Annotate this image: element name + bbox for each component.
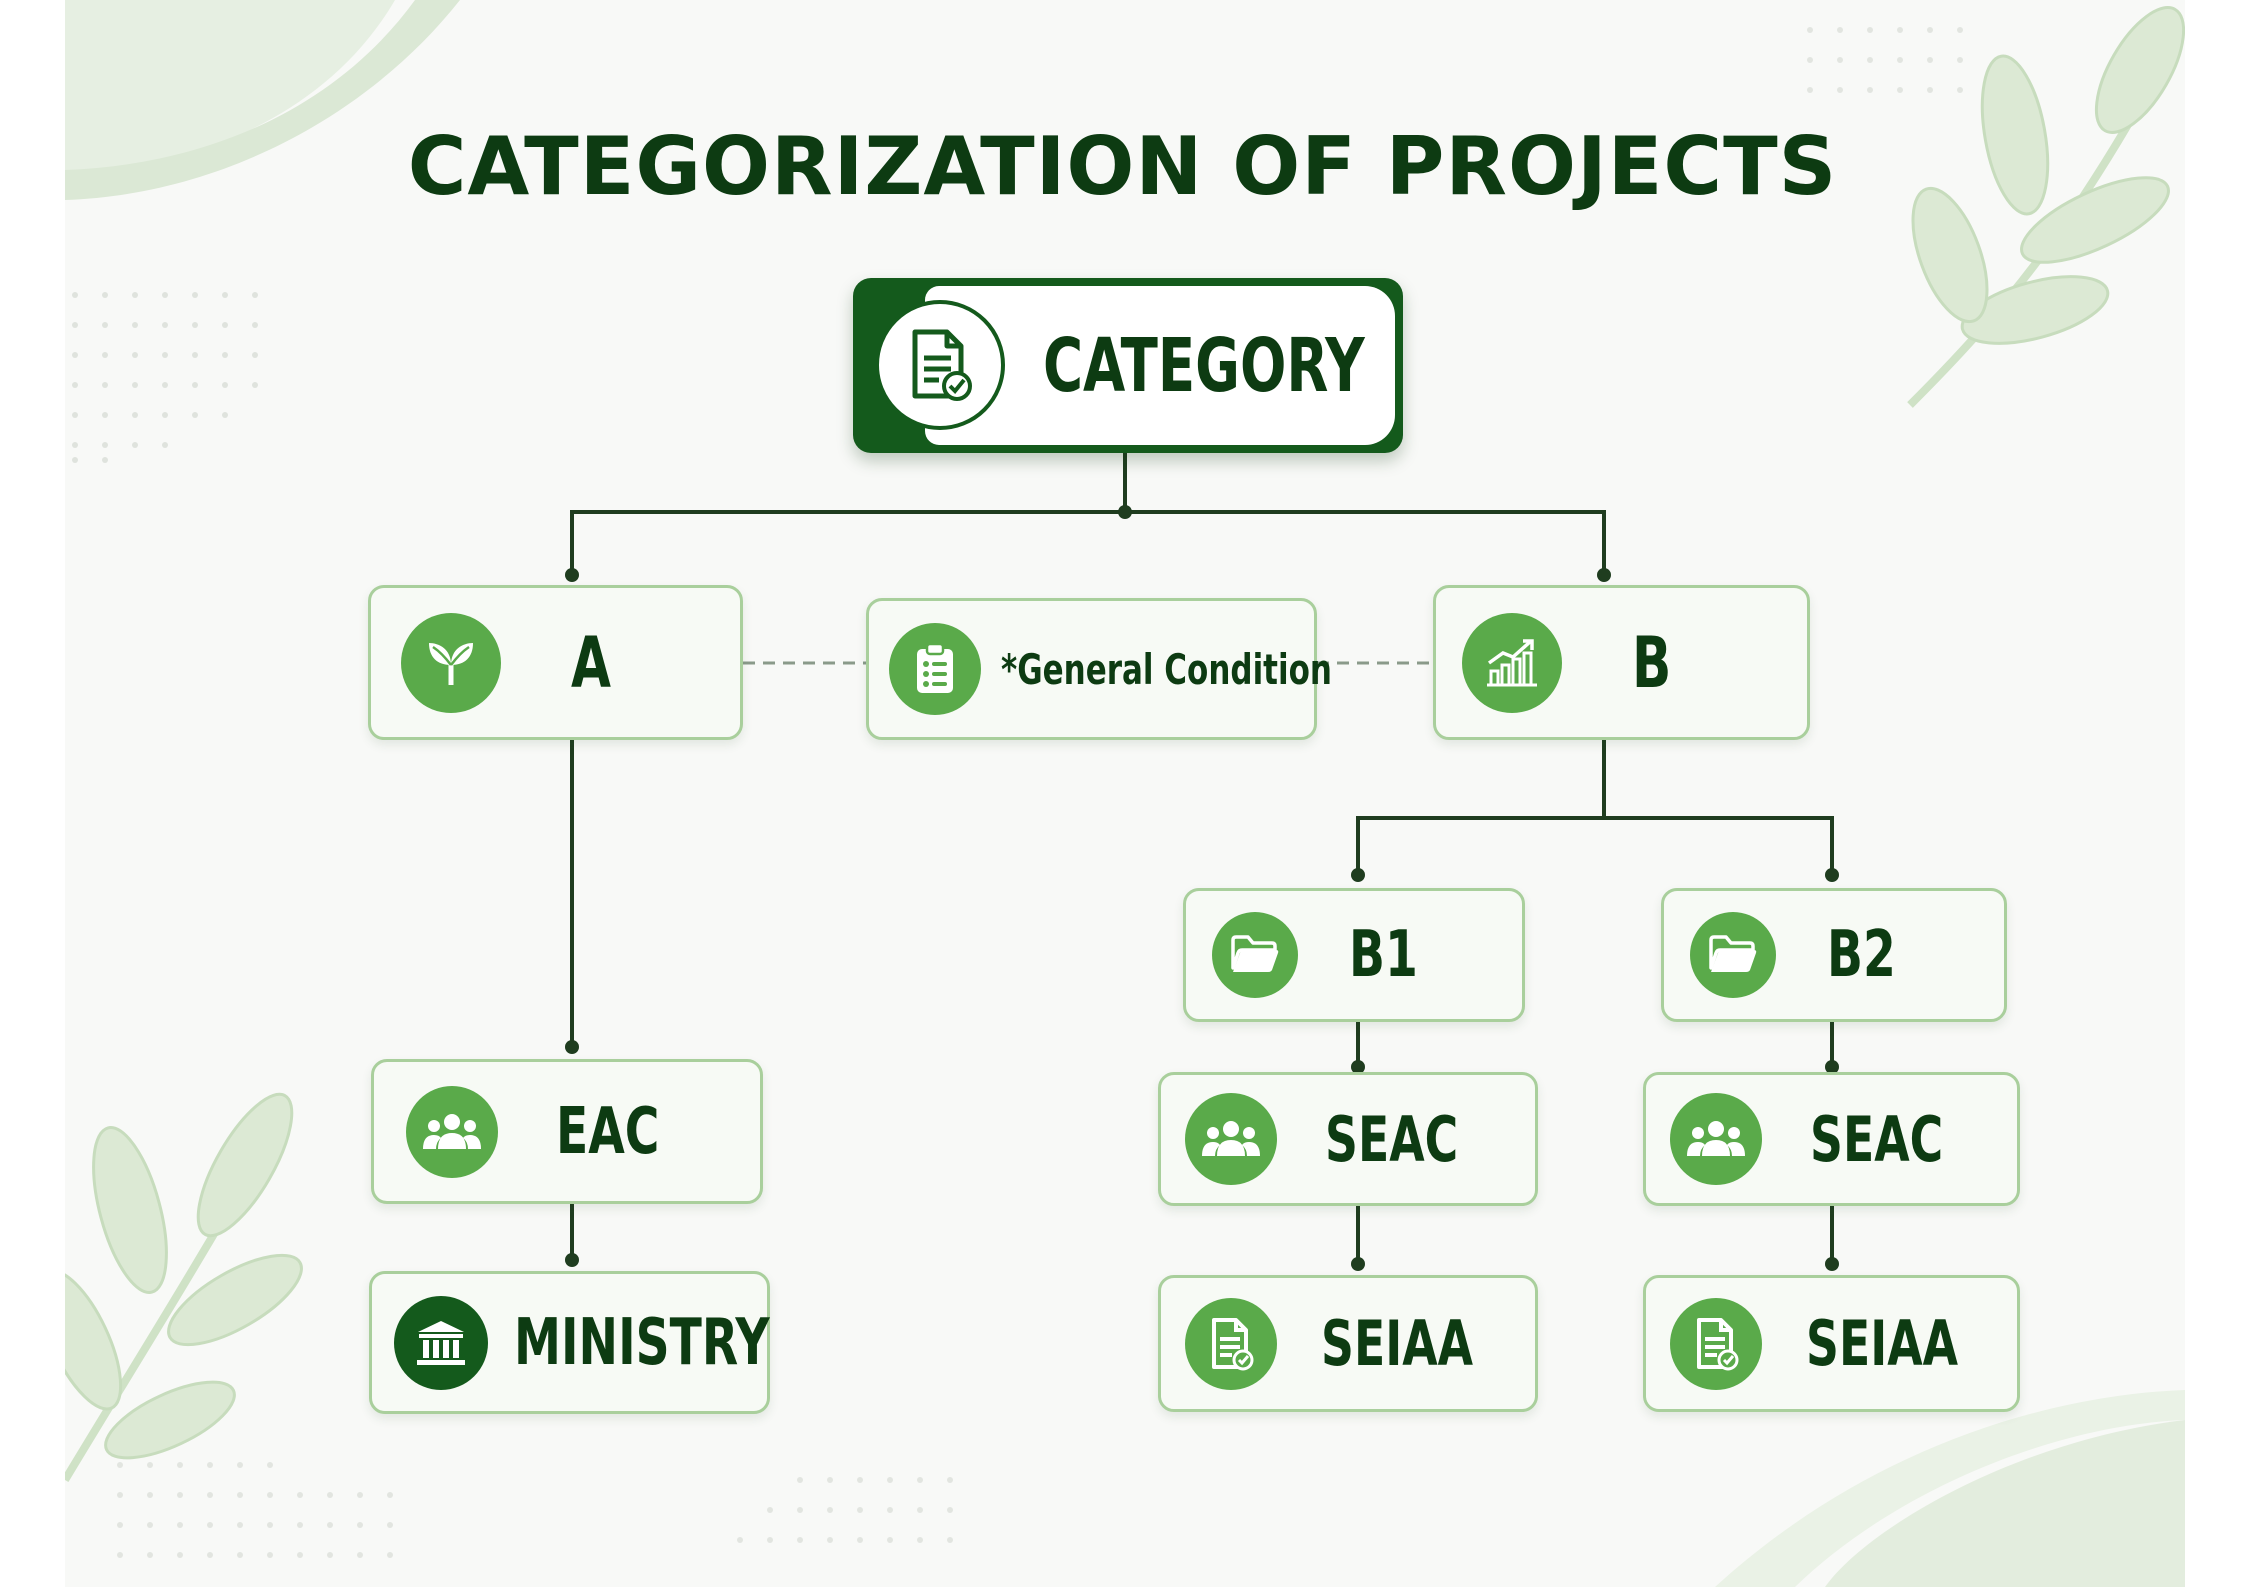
leaf-sprig-top-right <box>1907 6 2185 408</box>
node-seac-b1[interactable]: SEAC <box>1158 1072 1538 1206</box>
background-decoration <box>65 0 2185 1587</box>
people-icon <box>406 1085 498 1178</box>
node-ministry-label: MINISTRY <box>514 1305 770 1380</box>
node-seiaa-b2-label: SEIAA <box>1806 1307 1959 1380</box>
node-b2-label: B2 <box>1827 918 1896 992</box>
node-b-label: B <box>1632 621 1672 704</box>
dot-pattern-top-right <box>1807 27 1963 93</box>
node-b1-label: B1 <box>1349 918 1418 992</box>
leaf-sprig-bottom-left <box>65 1092 303 1483</box>
growth-chart-icon <box>1462 612 1562 713</box>
folder-icon <box>1212 912 1298 998</box>
node-general-condition[interactable]: *General Condition <box>866 598 1332 740</box>
node-seiaa-b2[interactable]: SEIAA <box>1643 1275 2020 1412</box>
government-building-icon <box>394 1295 488 1390</box>
node-b[interactable]: B <box>1433 585 1810 740</box>
people-icon <box>1670 1093 1762 1185</box>
node-seac-b2-label: SEAC <box>1810 1102 1944 1176</box>
node-b1[interactable]: B1 <box>1183 888 1525 1022</box>
node-seac-b2[interactable]: SEAC <box>1643 1072 2020 1206</box>
root-node-label: CATEGORY <box>1043 322 1365 409</box>
node-a[interactable]: A <box>368 585 743 740</box>
connector-b-b2 <box>1604 816 1834 875</box>
document-check-icon <box>1670 1297 1762 1390</box>
node-seac-b1-label: SEAC <box>1325 1102 1459 1176</box>
people-icon <box>1185 1093 1277 1185</box>
dot-pattern-bottom <box>117 1462 953 1558</box>
category-root-node[interactable]: CATEGORY <box>853 278 1403 453</box>
node-eac[interactable]: EAC <box>371 1059 763 1204</box>
folder-icon <box>1690 912 1776 998</box>
node-general-condition-label: *General Condition <box>1001 644 1332 694</box>
node-a-label: A <box>571 621 611 704</box>
connector-b-b1 <box>1356 740 1606 875</box>
node-seiaa-b1-label: SEIAA <box>1321 1307 1474 1380</box>
connector-dots <box>565 505 1839 1271</box>
page-title: CATEGORIZATION OF PROJECTS <box>407 120 1838 213</box>
node-eac-label: EAC <box>556 1094 660 1169</box>
node-b2[interactable]: B2 <box>1661 888 2007 1022</box>
leaf-icon <box>401 612 501 713</box>
connector-root-branches <box>570 510 1606 575</box>
dot-pattern-left <box>72 292 258 463</box>
document-check-icon <box>1185 1297 1277 1390</box>
node-seiaa-b1[interactable]: SEIAA <box>1158 1275 1538 1412</box>
document-check-icon <box>875 300 1005 430</box>
node-ministry[interactable]: MINISTRY <box>369 1271 770 1414</box>
clipboard-list-icon <box>889 623 981 715</box>
